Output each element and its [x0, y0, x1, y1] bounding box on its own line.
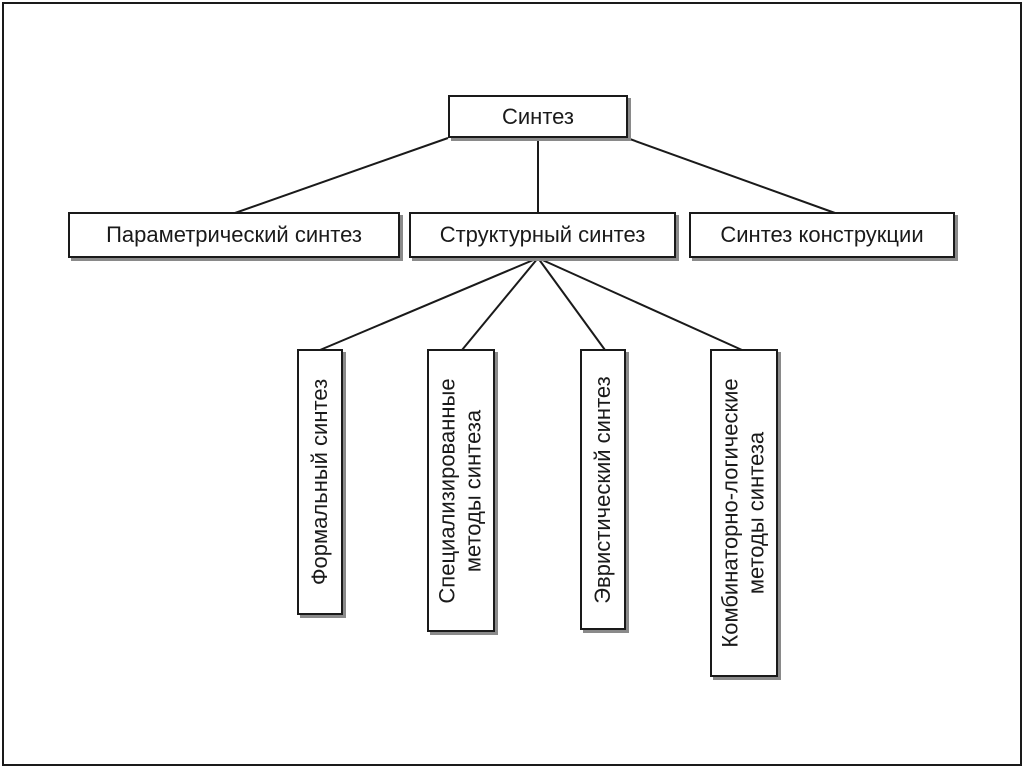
node-root-label: Синтез	[502, 103, 574, 129]
link-root-parametric	[234, 137, 449, 214]
node-parametric-synthesis-label: Параметрический синтез	[106, 222, 362, 248]
node-specialized-methods-line1: Специализированные	[434, 377, 460, 604]
node-heuristic-synthesis-label: Эвристический синтез	[589, 375, 615, 604]
node-combinatorial-methods-line1: Комбинаторно-логические	[717, 378, 743, 648]
node-combinatorial-methods-line2: методы синтеза	[744, 431, 769, 595]
node-formal-synthesis-label: Формальный синтез	[306, 378, 332, 586]
node-specialized-methods-line2: методы синтеза	[461, 409, 486, 572]
node-structural-synthesis-label: Структурный синтез	[439, 222, 646, 248]
link-structural-heuristic	[537, 257, 606, 351]
node-combinatorial-methods: Комбинаторно-логические методы синтеза	[710, 349, 778, 677]
node-parametric-synthesis: Параметрический синтез	[68, 212, 400, 258]
node-root: Синтез	[448, 95, 628, 138]
node-heuristic-synthesis: Эвристический синтез	[580, 349, 626, 630]
link-structural-formal	[319, 257, 539, 351]
link-structural-specialized	[461, 257, 539, 351]
node-construction-synthesis: Синтез конструкции	[689, 212, 955, 258]
node-structural-synthesis: Структурный синтез	[409, 212, 676, 258]
node-specialized-methods: Специализированные методы синтеза	[427, 349, 495, 632]
link-structural-combinatorial	[537, 257, 743, 351]
node-formal-synthesis: Формальный синтез	[297, 349, 343, 615]
node-construction-synthesis-label: Синтез конструкции	[720, 222, 924, 248]
link-root-construction	[626, 137, 836, 214]
